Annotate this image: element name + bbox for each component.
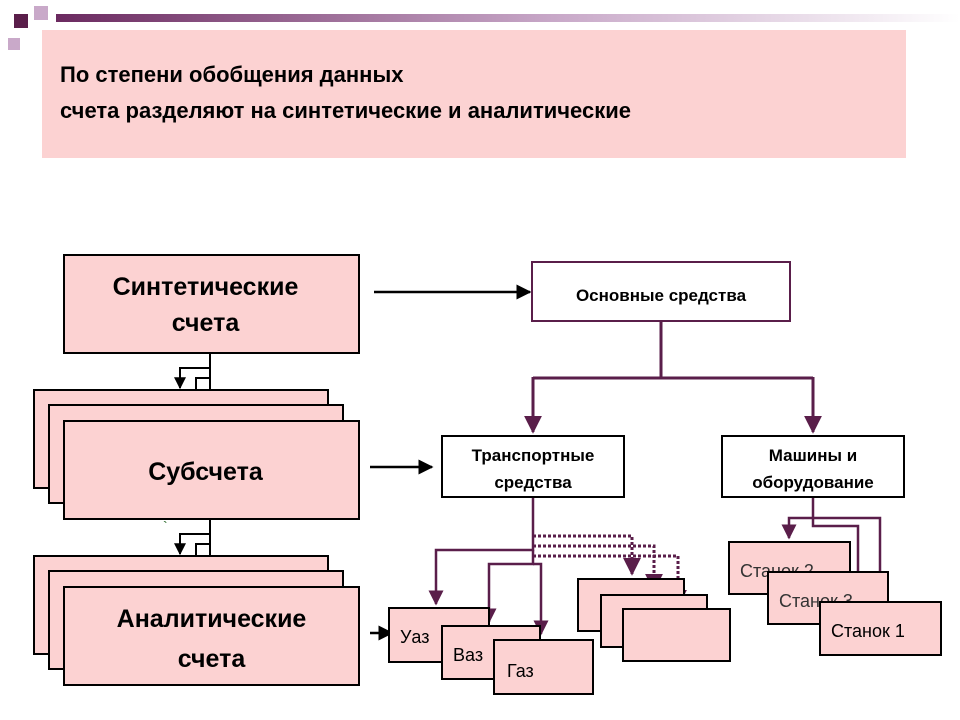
synthetic-label-1: Синтетические [112, 273, 299, 301]
subaccounts-label: Субсчета [148, 458, 263, 486]
title-box: По степени обобщения данных счета раздел… [42, 30, 906, 158]
analytic-accounts-box: Аналитические счета [63, 586, 360, 686]
car-label-vaz: Ваз [453, 645, 484, 665]
car-label-gaz: Газ [507, 661, 534, 681]
stray-mark: ` [163, 518, 168, 534]
transport-label-2: средства [494, 473, 572, 492]
title-line-1: По степени обобщения данных [60, 62, 404, 87]
analytic-label-1: Аналитические [116, 605, 307, 633]
blank-box-3 [622, 608, 731, 662]
subaccounts-box: Субсчета [63, 420, 360, 520]
machines-box: Машины и оборудование [721, 435, 905, 498]
machines-label-1: Машины и [768, 446, 858, 465]
transport-box: Транспортные средства [441, 435, 625, 498]
analytic-label-2: счета [177, 645, 246, 673]
synthetic-label-2: счета [171, 309, 240, 337]
corner-square-light [8, 38, 20, 50]
machine-box-1: Станок 1 [819, 601, 942, 656]
corner-square-dark [14, 14, 28, 28]
machines-label-2: оборудование [752, 473, 874, 492]
root-label: Основные средства [575, 286, 747, 305]
car-label-uaz: Уаз [400, 627, 430, 647]
root-box: Основные средства [531, 261, 791, 322]
transport-label-1: Транспортные [471, 446, 595, 465]
car-box-gaz: Газ [493, 639, 594, 695]
synthetic-accounts-box: Синтетические счета [63, 254, 360, 354]
corner-square-light [34, 6, 48, 20]
title-line-2: счета разделяют на синтетические и анали… [60, 98, 631, 123]
header-gradient-bar [56, 14, 960, 22]
machine-label-1: Станок 1 [831, 621, 905, 641]
